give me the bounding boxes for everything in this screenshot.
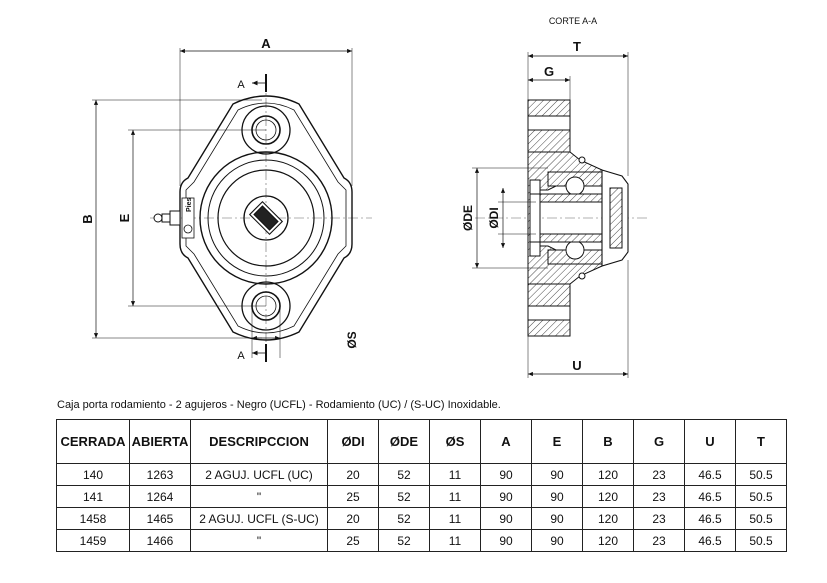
header-abierta: ABIERTA — [129, 419, 191, 464]
table-row: 140 1263 2 AGUJ. UCFL (UC) 20 52 11 90 9… — [56, 463, 787, 486]
cell-e: 90 — [531, 529, 583, 552]
housing-outer-ring — [199, 151, 333, 285]
table-row: 1458 1465 2 AGUJ. UCFL (S-UC) 20 52 11 9… — [56, 507, 787, 530]
brand-text: Pies — [186, 197, 193, 212]
flange-inner-outline — [185, 102, 347, 334]
label-dim-u: U — [572, 358, 581, 373]
header-b: B — [582, 419, 634, 464]
cell-abierta: 1263 — [129, 463, 191, 486]
label-dim-s: ØS — [345, 331, 359, 348]
brand-logo: Pies — [181, 197, 195, 239]
label-dim-b: B — [80, 214, 95, 223]
cell-b: 120 — [582, 529, 634, 552]
cell-cerrada: 1458 — [56, 507, 130, 530]
bearing-label-plate — [248, 200, 284, 236]
cell-a: 90 — [480, 507, 532, 530]
cell-s: 11 — [429, 529, 481, 552]
cell-u: 46.5 — [684, 529, 736, 552]
cell-s: 11 — [429, 507, 481, 530]
cell-de: 52 — [378, 529, 430, 552]
cell-cerrada: 140 — [56, 463, 130, 486]
grease-nipple — [153, 210, 181, 226]
cell-de: 52 — [378, 485, 430, 508]
cell-u: 46.5 — [684, 507, 736, 530]
header-t: T — [735, 419, 787, 464]
cell-di: 25 — [327, 529, 379, 552]
cell-abierta: 1264 — [129, 485, 191, 508]
cell-abierta: 1466 — [129, 529, 191, 552]
housing-ring-2 — [207, 159, 325, 277]
cell-e: 90 — [531, 463, 583, 486]
cell-cerrada: 1459 — [56, 529, 130, 552]
cell-e: 90 — [531, 507, 583, 530]
cell-b: 120 — [582, 507, 634, 530]
cell-u: 46.5 — [684, 463, 736, 486]
label-section-a-bottom: A — [237, 350, 245, 362]
label-dim-di: ØDI — [487, 207, 501, 228]
label-dim-t: T — [573, 39, 581, 54]
cell-g: 23 — [633, 507, 685, 530]
cell-g: 23 — [633, 529, 685, 552]
header-de: ØDE — [378, 419, 430, 464]
bearing-bore — [243, 195, 289, 241]
label-dim-a: A — [261, 36, 271, 51]
label-dim-e: E — [117, 213, 132, 222]
header-g: G — [633, 419, 685, 464]
cell-s: 11 — [429, 463, 481, 486]
cell-descripcion: " — [190, 529, 328, 552]
cell-abierta: 1465 — [129, 507, 191, 530]
cell-descripcion: " — [190, 485, 328, 508]
cell-a: 90 — [480, 485, 532, 508]
cell-g: 23 — [633, 485, 685, 508]
cell-b: 120 — [582, 463, 634, 486]
label-dim-de: ØDE — [461, 205, 475, 231]
cell-di: 25 — [327, 485, 379, 508]
cell-b: 120 — [582, 485, 634, 508]
header-s: ØS — [429, 419, 481, 464]
technical-drawing: Pies A A A B E ØS CORTE A-A — [80, 16, 648, 378]
specification-table: CERRADA ABIERTA DESCRIPCCION ØDI ØDE ØS … — [56, 419, 787, 552]
cell-u: 46.5 — [684, 485, 736, 508]
section-title: CORTE A-A — [549, 16, 597, 26]
ball-top — [565, 176, 585, 196]
header-a: A — [480, 419, 532, 464]
caption: Caja porta rodamiento - 2 agujeros - Neg… — [57, 399, 501, 411]
cell-descripcion: 2 AGUJ. UCFL (S-UC) — [190, 507, 328, 530]
header-e: E — [531, 419, 583, 464]
bearing-inner-ring-top — [535, 193, 613, 203]
left-seal — [529, 179, 541, 257]
cell-a: 90 — [480, 463, 532, 486]
header-u: U — [684, 419, 736, 464]
cell-t: 50.5 — [735, 529, 787, 552]
cell-descripcion: 2 AGUJ. UCFL (UC) — [190, 463, 328, 486]
cell-t: 50.5 — [735, 507, 787, 530]
label-dim-g: G — [544, 64, 554, 79]
cell-e: 90 — [531, 485, 583, 508]
cell-di: 20 — [327, 507, 379, 530]
cell-s: 11 — [429, 485, 481, 508]
cell-de: 52 — [378, 463, 430, 486]
cell-di: 20 — [327, 463, 379, 486]
cell-g: 23 — [633, 463, 685, 486]
table-row: 1459 1466 " 25 52 11 90 90 120 23 46.5 5… — [56, 529, 787, 552]
header-cerrada: CERRADA — [56, 419, 130, 464]
table-header-row: CERRADA ABIERTA DESCRIPCCION ØDI ØDE ØS … — [56, 419, 787, 464]
header-di: ØDI — [327, 419, 379, 464]
housing-ring-3 — [217, 169, 315, 267]
cell-a: 90 — [480, 529, 532, 552]
cell-t: 50.5 — [735, 485, 787, 508]
section-view — [475, 99, 648, 337]
label-section-a-top: A — [237, 79, 245, 91]
cell-de: 52 — [378, 507, 430, 530]
cell-cerrada: 141 — [56, 485, 130, 508]
ball-bottom — [565, 240, 585, 260]
cell-t: 50.5 — [735, 463, 787, 486]
flange-outline — [179, 95, 353, 341]
bearing-inner-ring-bottom — [535, 233, 613, 243]
header-descripcion: DESCRIPCCION — [190, 419, 328, 464]
table-row: 141 1264 " 25 52 11 90 90 120 23 46.5 50… — [56, 485, 787, 508]
front-view: Pies — [92, 48, 372, 362]
